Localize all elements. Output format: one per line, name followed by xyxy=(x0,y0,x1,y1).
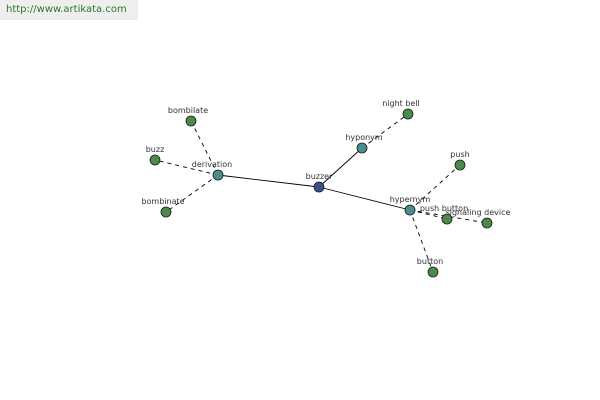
node-hyponym[interactable] xyxy=(356,142,368,154)
edge-hyponym-night_bell xyxy=(361,113,409,149)
node-hypernym[interactable] xyxy=(404,204,416,216)
edge-buzzer-derivation xyxy=(217,174,320,188)
node-label-bombilate: bombilate xyxy=(168,106,208,115)
node-push[interactable] xyxy=(454,159,466,171)
node-label-derivation: derivation xyxy=(192,160,232,169)
node-buzz[interactable] xyxy=(149,154,161,166)
node-label-buzz: buzz xyxy=(146,145,165,154)
node-label-buzzer: buzzer xyxy=(306,172,333,181)
node-label-button: button xyxy=(417,257,443,266)
edge-hypernym-button xyxy=(409,209,434,273)
node-label-hypernym: hypernym xyxy=(390,195,431,204)
node-label-push: push xyxy=(450,150,469,159)
node-label-hyponym: hyponym xyxy=(345,133,383,142)
edge-buzzer-hypernym xyxy=(318,186,411,211)
edge-derivation-bombilate xyxy=(190,120,219,176)
edge-hypernym-push_button xyxy=(409,209,448,220)
edge-hypernym-push xyxy=(409,164,461,211)
node-bombinate[interactable] xyxy=(160,206,172,218)
edge-derivation-bombinate xyxy=(165,174,219,213)
node-push-button[interactable] xyxy=(441,213,453,225)
node-night-bell[interactable] xyxy=(402,108,414,120)
node-button[interactable] xyxy=(427,266,439,278)
site-url[interactable]: http://www.artikata.com xyxy=(0,0,138,20)
graph-edges xyxy=(154,113,488,273)
node-label-bombinate: bombinate xyxy=(141,197,184,206)
graph-nodes xyxy=(149,108,493,278)
node-label-signaling-device: signaling device xyxy=(446,208,511,217)
node-buzzer[interactable] xyxy=(313,181,325,193)
edge-buzzer-hyponym xyxy=(318,147,363,188)
node-label-push-button: push button xyxy=(420,204,468,213)
node-signaling-device[interactable] xyxy=(481,217,493,229)
edge-derivation-buzz xyxy=(154,159,219,176)
node-bombilate[interactable] xyxy=(185,115,197,127)
edge-hypernym-signaling_device xyxy=(409,209,488,224)
node-derivation[interactable] xyxy=(212,169,224,181)
graph-labels: buzzer derivation hyponym hypernym bombilate… xyxy=(141,99,510,266)
node-label-night-bell: night bell xyxy=(382,99,420,108)
